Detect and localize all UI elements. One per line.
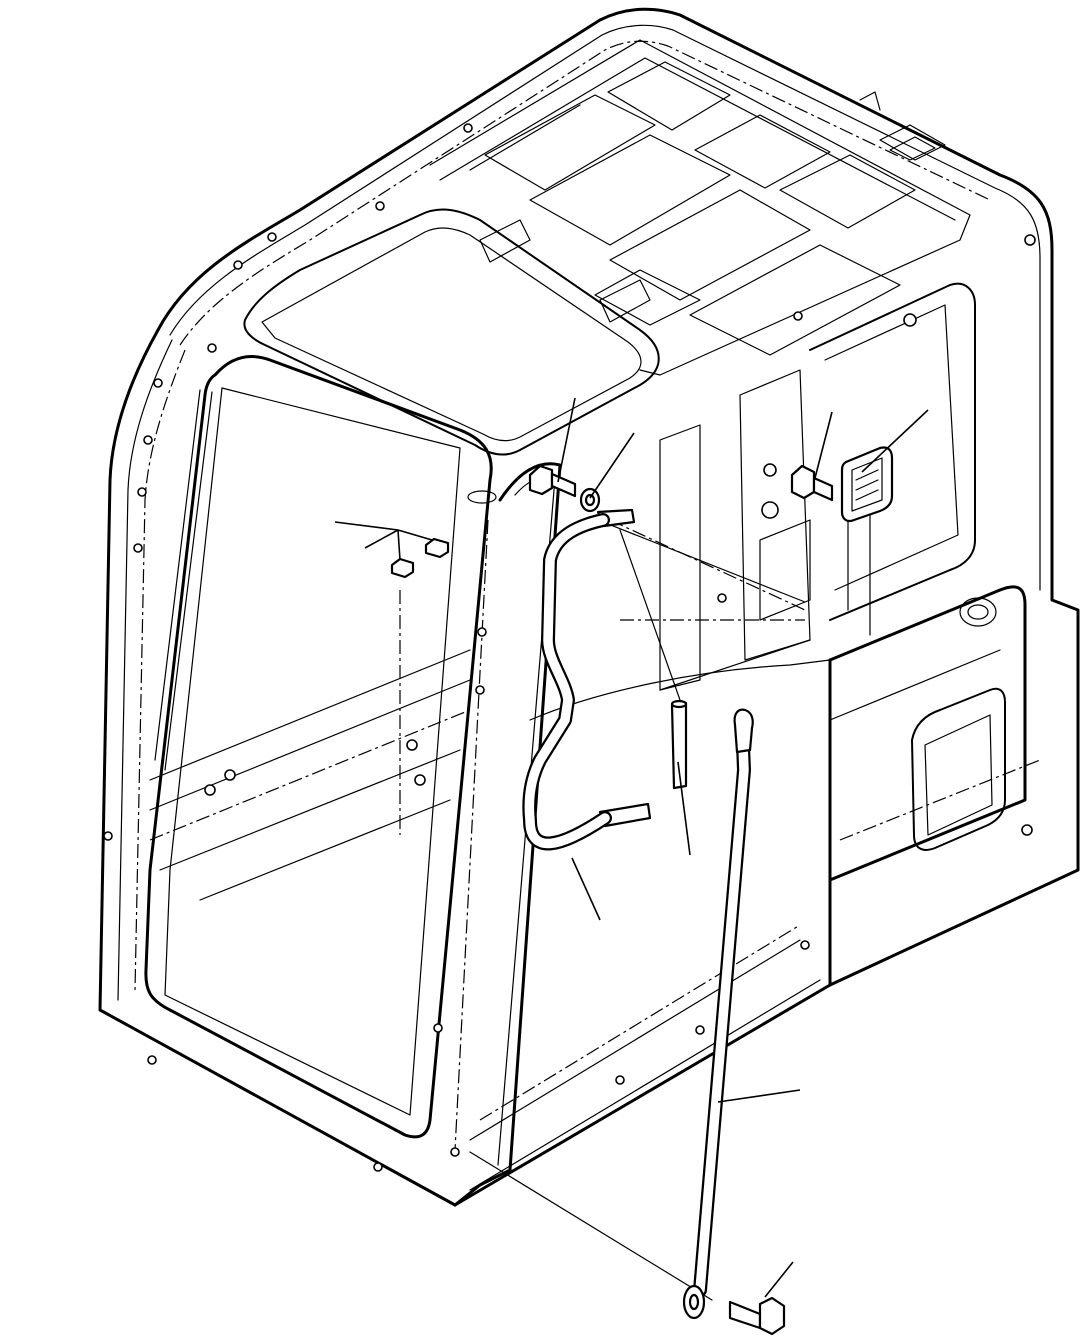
roof-hatch	[243, 208, 660, 456]
leader-cushion-pads-a	[334, 521, 399, 531]
right-bolt[interactable]	[790, 464, 834, 502]
handrail[interactable]	[522, 508, 652, 851]
leader-upper-bolt	[557, 397, 576, 483]
construction-lines	[469, 511, 871, 1301]
long-grab-bar[interactable]	[682, 708, 754, 1320]
spacer-rod[interactable]	[670, 699, 688, 790]
cab-roof-outline	[156, 7, 1080, 987]
leader-spacer-rod	[677, 761, 691, 856]
leader-handrail	[571, 857, 601, 921]
leader-long-grab-bar	[717, 1089, 801, 1103]
front-window-opening	[144, 355, 493, 1139]
leader-cushion-pads-d	[397, 529, 401, 561]
lower-bolt[interactable]	[728, 1296, 786, 1336]
leader-cushion-pads-b	[364, 529, 399, 549]
grommet-cover[interactable]	[840, 446, 894, 523]
rear-window	[809, 282, 976, 621]
leader-grommet-cover	[861, 409, 929, 473]
cab-frame	[98, 7, 1080, 1207]
cushion-pad-2[interactable]	[390, 557, 415, 579]
leader-lines	[334, 397, 929, 1298]
leader-right-bolt	[814, 411, 833, 479]
side-door-opening	[828, 585, 1027, 882]
leader-upper-washer	[589, 432, 635, 499]
leader-lower-bolt	[764, 1261, 794, 1298]
cushion-pad-1[interactable]	[424, 537, 450, 559]
upper-washer[interactable]	[579, 487, 601, 513]
front-left-pillar	[98, 328, 457, 1207]
leader-cushion-pads-c	[397, 529, 433, 541]
upper-bolt[interactable]	[528, 464, 577, 498]
